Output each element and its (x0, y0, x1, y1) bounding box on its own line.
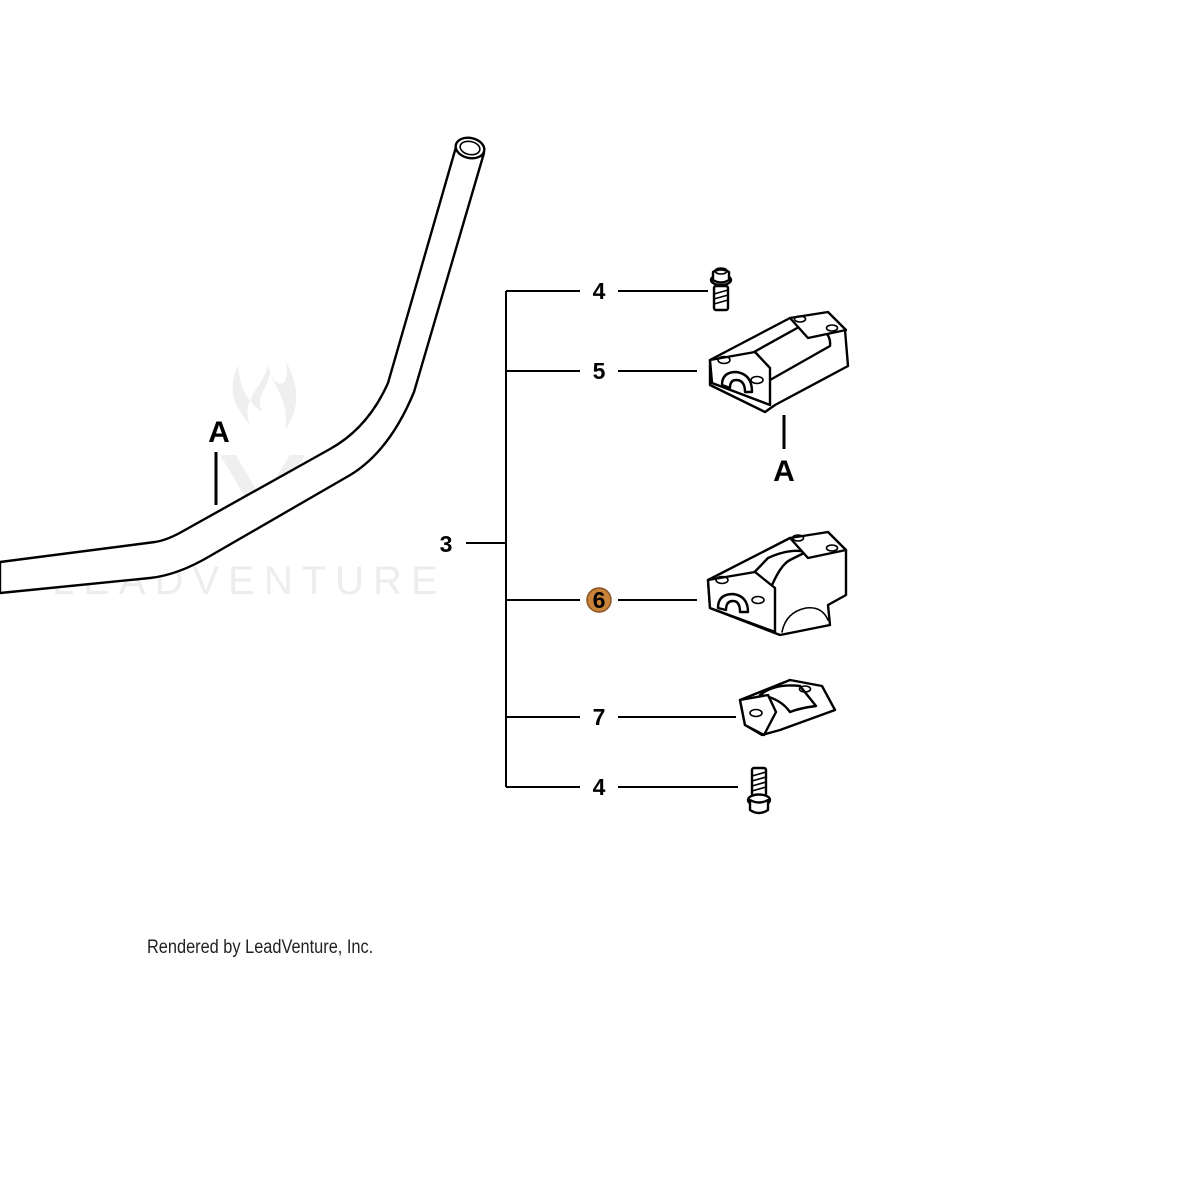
upper-clamp-illustration (708, 310, 850, 414)
callout-bolt-upper[interactable]: 4 (593, 278, 606, 304)
callout-lower-clamp[interactable]: 7 (593, 704, 606, 730)
assembly-bracket (466, 290, 738, 788)
callout-lower-holder[interactable]: 6 (593, 587, 606, 613)
flange-bolt-upper-illustration (709, 267, 733, 312)
watermark-logo-icon (220, 360, 305, 525)
callout-bolt-lower[interactable]: 4 (593, 774, 606, 800)
callout-upper-clamp[interactable]: 5 (593, 358, 606, 384)
lower-clamp-illustration (738, 678, 837, 737)
reference-label-handlebar: A (208, 416, 230, 449)
lower-holder-illustration (706, 530, 848, 637)
handlebar-illustration (0, 136, 486, 595)
reference-label-clamp: A (773, 455, 795, 488)
highlight-marker (586, 587, 612, 613)
assembly-number: 3 (440, 531, 453, 557)
credit-text: Rendered by LeadVenture, Inc. (147, 937, 374, 958)
flange-bolt-lower-illustration (746, 766, 772, 815)
